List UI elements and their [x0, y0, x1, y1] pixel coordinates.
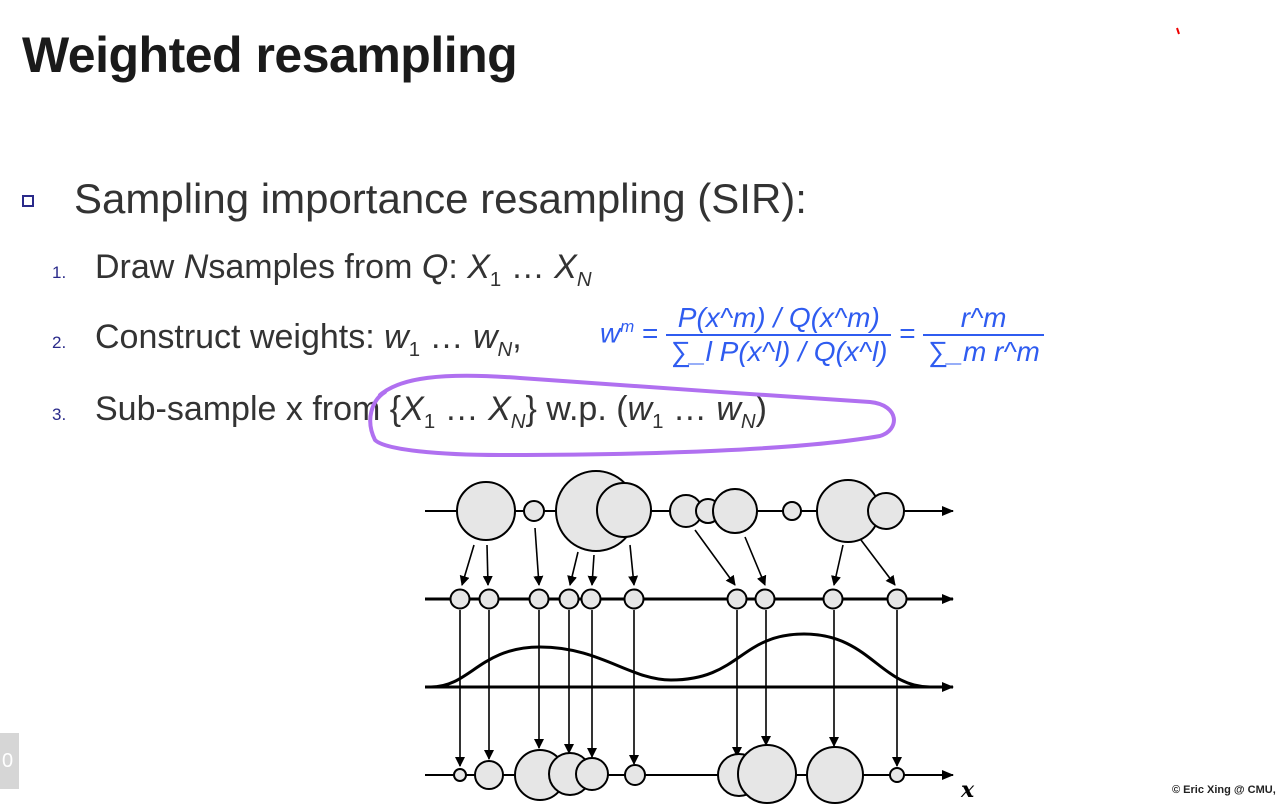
fraction-1: P(x^m) / Q(x^m)∑_l P(x^l) / Q(x^l)	[666, 302, 892, 368]
step-number: 3.	[52, 405, 67, 424]
equals: =	[899, 317, 916, 349]
text: …	[435, 390, 489, 428]
text: samples from	[208, 248, 422, 286]
subscript: 1	[408, 338, 421, 361]
copyright: © Eric Xing @ CMU, 20	[1172, 784, 1278, 796]
text: Sub-sample x from {	[95, 390, 402, 428]
formula-lhs: w	[600, 317, 621, 349]
text: …	[663, 390, 717, 428]
page-number: 0	[0, 733, 19, 789]
fraction-2: r^m∑_m r^m	[923, 302, 1044, 368]
subscript: N	[576, 268, 592, 291]
math-N: N	[183, 248, 209, 286]
denominator: ∑_m r^m	[927, 336, 1040, 367]
math-X: X	[488, 390, 511, 428]
math-w: w	[627, 390, 653, 428]
math-w: w	[716, 390, 741, 428]
text: …	[420, 318, 473, 356]
subscript: N	[510, 410, 526, 433]
text: )	[755, 390, 767, 428]
formula-sup: m	[620, 317, 635, 337]
text: } w.p. (	[525, 390, 628, 428]
reweighted-samples	[453, 744, 905, 804]
handwritten-loop-annotation	[368, 373, 896, 458]
resampled-particles	[449, 588, 908, 610]
text: ,	[512, 318, 522, 356]
step-1: 1.Draw Nsamples from Q: X1 … XN	[52, 248, 592, 292]
slide-title: Weighted resampling	[22, 27, 518, 83]
reweight-arrows	[455, 610, 902, 767]
math-X: X	[554, 248, 577, 286]
subscript: 1	[423, 410, 436, 433]
text: Construct weights:	[95, 318, 385, 356]
math-X: X	[401, 390, 424, 428]
step-number: 2.	[52, 333, 67, 352]
subscript: 1	[652, 410, 664, 433]
bullet-text: Sampling importance resampling (SIR):	[74, 175, 807, 222]
numerator: r^m	[923, 302, 1044, 336]
denominator: ∑_l P(x^l) / Q(x^l)	[670, 336, 888, 367]
text: Draw	[95, 248, 184, 286]
subscript: 1	[489, 268, 502, 291]
text: :	[448, 248, 468, 286]
math-w: w	[384, 318, 409, 356]
red-mark	[1176, 27, 1180, 35]
numerator: P(x^m) / Q(x^m)	[666, 302, 892, 336]
step-2: 2.Construct weights: w1 … wN,	[52, 318, 522, 362]
math-w: w	[472, 318, 498, 356]
density-curve	[430, 632, 931, 689]
weighted-samples	[456, 470, 905, 552]
subscript: N	[740, 410, 756, 433]
resample-arrows	[459, 527, 896, 586]
x-axis-label: x	[960, 777, 975, 803]
step-3: 3.Sub-sample x from {X1 … XN} w.p. (w1 ……	[52, 390, 767, 434]
equals: =	[642, 317, 659, 349]
weight-formula: wm = P(x^m) / Q(x^m)∑_l P(x^l) / Q(x^l) …	[600, 302, 1044, 368]
bullet-square-icon	[22, 195, 34, 207]
step-number: 1.	[52, 263, 67, 282]
math-Q: Q	[421, 248, 449, 286]
text: …	[501, 248, 555, 286]
subscript: N	[497, 338, 513, 361]
math-X: X	[467, 248, 490, 286]
